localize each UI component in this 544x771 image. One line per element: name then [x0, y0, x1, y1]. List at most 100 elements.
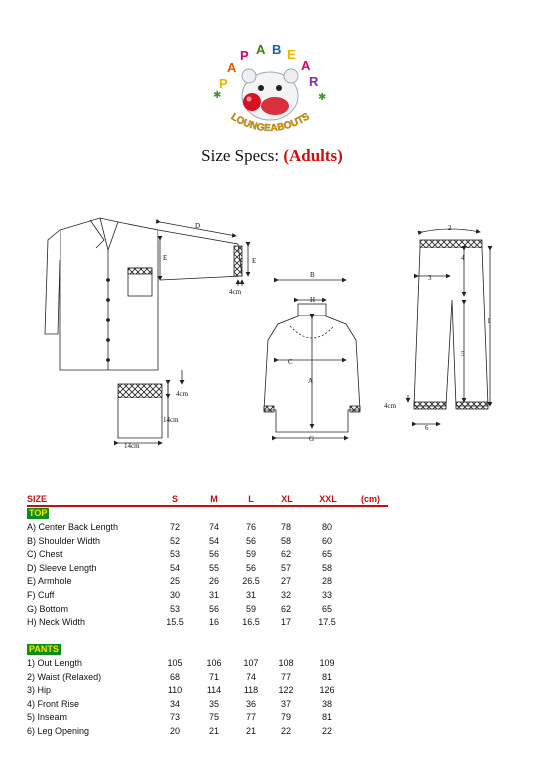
- label-1: 1: [487, 317, 491, 325]
- label-h: H: [310, 296, 315, 304]
- label-cuff-4cm: 4cm: [229, 288, 242, 296]
- row-value: 17: [280, 617, 291, 628]
- row-label: C) Chest: [27, 549, 63, 560]
- row-value: 58: [280, 535, 291, 546]
- header-xl: XL: [281, 494, 293, 504]
- row-value: 22: [321, 726, 332, 736]
- logo-letter: A: [301, 58, 311, 73]
- row-value: 107: [243, 658, 259, 668]
- size-table-header: SIZE S M L XL XXL (cm): [27, 494, 387, 506]
- row-label: 3) Hip: [27, 685, 52, 696]
- label-2: 2: [448, 224, 452, 232]
- title-prefix: Size Specs:: [201, 146, 284, 165]
- logo-letter: P: [240, 48, 249, 63]
- row-value: 74: [245, 671, 256, 682]
- label-swatch-bottom: 14cm: [124, 442, 140, 450]
- row-label: D) Sleeve Length: [27, 562, 97, 573]
- row-value: 81: [321, 671, 332, 682]
- logo-letter: E: [287, 47, 296, 62]
- row-value: 54: [169, 562, 180, 573]
- row-value: 71: [208, 671, 219, 682]
- row-value: 58: [321, 562, 332, 573]
- logo-letter: A: [227, 60, 237, 75]
- row-value: 38: [321, 698, 332, 709]
- row-value: 16.5: [242, 617, 260, 628]
- row-value: 52: [169, 535, 180, 546]
- row-label: E) Armhole: [27, 576, 72, 587]
- row-label: G) Bottom: [27, 603, 69, 614]
- row-value: 62: [280, 549, 291, 560]
- row-value: 105: [167, 658, 183, 668]
- row-label: 6) Leg Opening: [27, 726, 90, 736]
- star-icon: ✱: [318, 92, 326, 103]
- label-a: A: [308, 377, 313, 385]
- label-c: C: [288, 358, 293, 366]
- row-value: 30: [169, 590, 180, 600]
- row-value: 77: [245, 712, 256, 723]
- label-swatch-height: 4cm: [176, 390, 189, 398]
- row-value: 36: [245, 698, 256, 709]
- label-b: B: [310, 271, 315, 279]
- row-value: 56: [245, 562, 256, 573]
- row-value: 32: [280, 590, 291, 600]
- header-l: L: [248, 494, 254, 504]
- logo-letter: R: [309, 74, 319, 89]
- label-pants-cuff: 4cm: [384, 402, 397, 410]
- row-value: 26.5: [242, 576, 260, 587]
- header-size: SIZE: [27, 494, 48, 504]
- row-value: 20: [169, 726, 180, 736]
- row-value: 106: [206, 658, 222, 668]
- row-value: 110: [167, 685, 183, 696]
- papabear-logo: P A P A B E A R ✱ ✱ LOUNGEABOUTS: [213, 42, 326, 134]
- page-title: Size Specs: (Adults): [0, 146, 544, 166]
- pants-drawing: [405, 228, 493, 427]
- star-icon: ✱: [213, 90, 221, 101]
- row-value: 53: [169, 603, 180, 614]
- label-4: 4: [461, 254, 465, 262]
- header-s: S: [171, 494, 178, 504]
- row-label: 5) Inseam: [27, 712, 68, 723]
- row-value: 80: [321, 522, 332, 532]
- section-pants-badge: PANTS: [27, 644, 61, 655]
- row-value: 21: [245, 726, 256, 736]
- row-value: 60: [321, 535, 332, 546]
- row-value: 31: [245, 590, 256, 600]
- row-label: H) Neck Width: [27, 617, 86, 628]
- row-value: 126: [319, 685, 335, 696]
- label-3: 3: [428, 274, 432, 282]
- row-value: 78: [280, 522, 291, 532]
- row-value: 55: [208, 562, 219, 573]
- row-value: 56: [208, 549, 219, 560]
- row-value: 81: [321, 712, 332, 723]
- logo-letter-ring: P A P A B E A R: [219, 42, 319, 91]
- row-value: 72: [169, 522, 180, 532]
- row-value: 35: [208, 698, 219, 709]
- bear-face-icon: [241, 68, 299, 121]
- row-value: 68: [169, 671, 180, 682]
- row-value: 16: [208, 617, 219, 628]
- row-value: 118: [243, 685, 259, 696]
- front-top-drawing: [263, 277, 361, 441]
- row-value: 25: [169, 576, 180, 587]
- row-value: 21: [208, 726, 219, 736]
- label-swatch-side: 14cm: [163, 416, 179, 424]
- row-value: 114: [206, 685, 222, 696]
- row-value: 56: [245, 535, 256, 546]
- row-value: 79: [280, 712, 291, 723]
- label-5: 5: [461, 350, 465, 358]
- cuff-swatch: [114, 370, 185, 446]
- header-unit: (cm): [361, 494, 381, 504]
- label-e: E: [163, 254, 167, 262]
- row-value: 62: [280, 603, 291, 614]
